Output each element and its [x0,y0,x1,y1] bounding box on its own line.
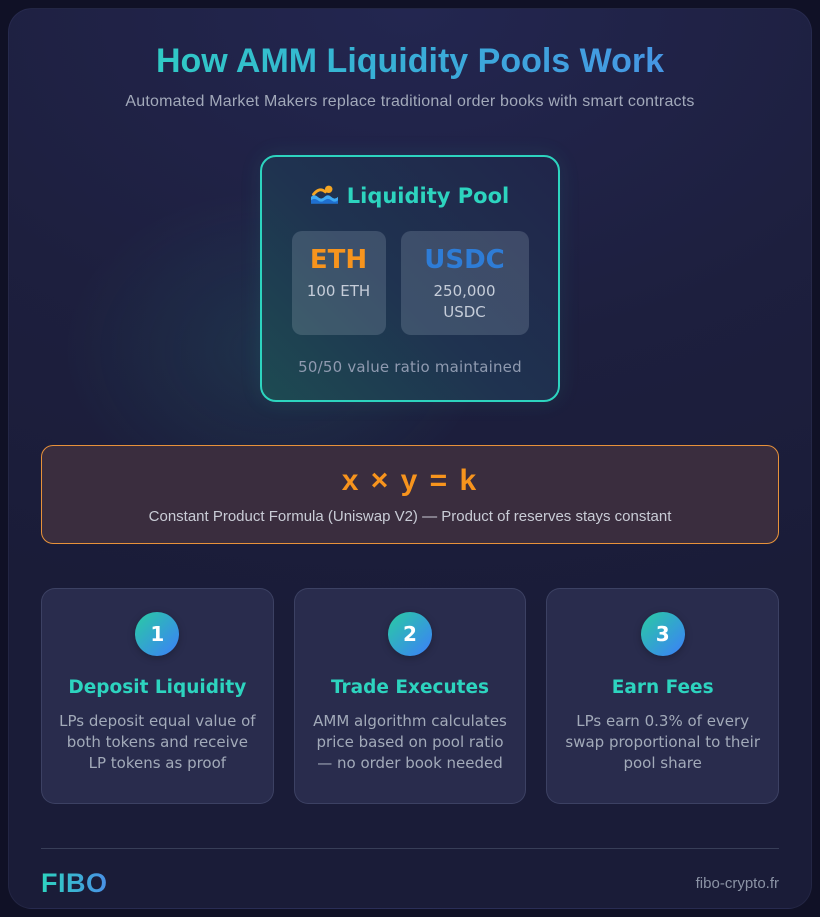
step-description: LPs deposit equal value of both tokens a… [59,711,256,773]
footer: FIBO fibo-crypto.fr [41,847,779,899]
step-card-fees: 3 Earn Fees LPs earn 0.3% of every swap … [546,587,780,804]
ratio-note: 50/50 value ratio maintained [298,358,522,377]
pool-title-label: Liquidity Pool [346,183,510,208]
formula-caption: Constant Product Formula (Uniswap V2) — … [148,507,672,525]
header: How AMM Liquidity Pools Work Automated M… [41,43,779,111]
token-row: ETH 100 ETH USDC 250,000 USDC [278,230,542,336]
infographic-poster: How AMM Liquidity Pools Work Automated M… [8,8,812,909]
brand-logo: FIBO [41,867,108,898]
formula-equation: x × y = k [341,464,479,498]
token-box-eth: ETH 100 ETH [291,230,386,336]
step-description: AMM algorithm calculates price based on … [313,711,507,773]
swimmer-icon [310,183,338,209]
pool-card-title: Liquidity Pool [278,183,542,209]
step-description: LPs earn 0.3% of every swap proportional… [565,711,760,773]
step-number-badge: 3 [640,611,685,656]
formula-box: x × y = k Constant Product Formula (Unis… [41,445,779,544]
step-title: Trade Executes [330,676,490,698]
step-card-deposit: 1 Deposit Liquidity LPs deposit equal va… [41,587,274,804]
step-card-trade: 2 Trade Executes AMM algorithm calculate… [293,587,527,804]
step-number-badge: 1 [135,611,180,656]
token-amount-eth: 100 ETH [306,281,371,300]
token-amount-usdc: 250,000 USDC [433,281,496,321]
step-title: Deposit Liquidity [68,676,247,698]
page-title: How AMM Liquidity Pools Work [41,43,779,80]
page-subtitle: Automated Market Makers replace traditio… [125,92,695,110]
step-title: Earn Fees [611,676,714,698]
token-symbol-usdc: USDC [424,244,505,275]
token-box-usdc: USDC 250,000 USDC [400,230,529,336]
steps-row: 1 Deposit Liquidity LPs deposit equal va… [41,587,780,804]
step-number-badge: 2 [388,611,432,656]
footer-website: fibo-crypto.fr [695,874,779,892]
liquidity-pool-card: Liquidity Pool ETH 100 ETH USDC 250,000 … [260,154,560,403]
token-symbol-eth: ETH [309,244,368,275]
